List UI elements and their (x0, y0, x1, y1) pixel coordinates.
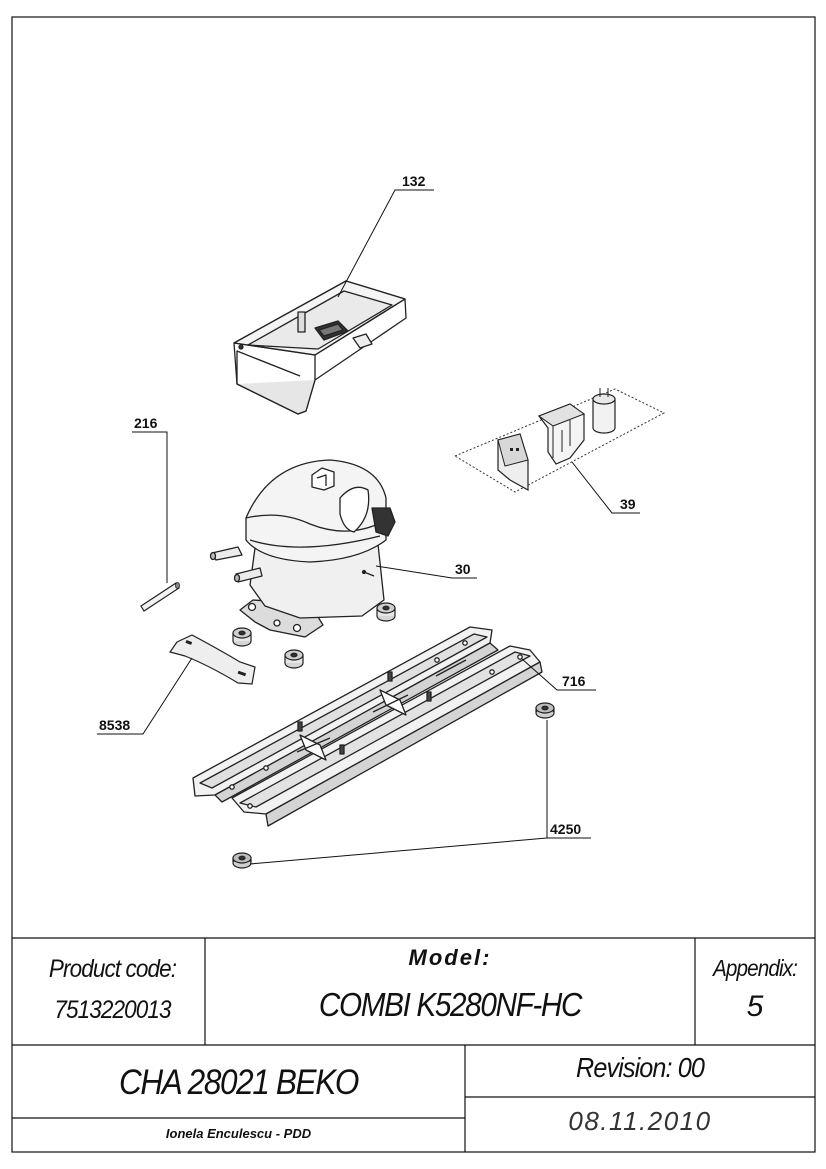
callout-8538: 8538 (99, 717, 130, 733)
product-code-value: 7513220013 (54, 996, 171, 1024)
leader-8538 (97, 657, 193, 735)
callout-30: 30 (455, 561, 471, 577)
mounting-plate-part (169, 634, 256, 685)
appendix-value: 5 (746, 990, 764, 1023)
feet-part (232, 702, 555, 869)
leader-216 (132, 431, 168, 583)
relay-group-part (453, 388, 666, 493)
base-rails-part (192, 626, 543, 827)
product-code-label: Product code: (48, 955, 177, 983)
callout-132: 132 (402, 173, 426, 189)
leader-132 (337, 189, 434, 298)
drawing-border (11, 16, 816, 1153)
callout-39: 39 (620, 496, 636, 512)
compressor-part (209, 459, 396, 638)
callout-216: 216 (134, 415, 158, 431)
leader-4250-b (249, 837, 548, 865)
rubber-grommets (232, 602, 396, 669)
drawing-number: CHA 28021 BEKO (118, 1063, 359, 1102)
leader-lines (97, 189, 640, 865)
revision-date: 08.11.2010 (568, 1106, 712, 1136)
pin-part (140, 582, 180, 612)
callout-4250: 4250 (550, 821, 581, 837)
callout-labels: 132 216 39 30 716 8538 4250 (99, 173, 636, 837)
callout-716: 716 (562, 673, 586, 689)
author-name: Ionela Enculescu - PDD (165, 1126, 312, 1141)
revision-label: Revision: 00 (576, 1052, 705, 1083)
appendix-label: Appendix: (713, 955, 798, 981)
leader-39 (571, 461, 640, 514)
model-label: Model: (408, 945, 492, 970)
model-value: COMBI K5280NF-HC (318, 986, 583, 1023)
leader-716 (521, 658, 596, 691)
leader-30 (375, 565, 477, 579)
drip-tray-part (233, 280, 407, 415)
title-block-grid (12, 937, 815, 1152)
